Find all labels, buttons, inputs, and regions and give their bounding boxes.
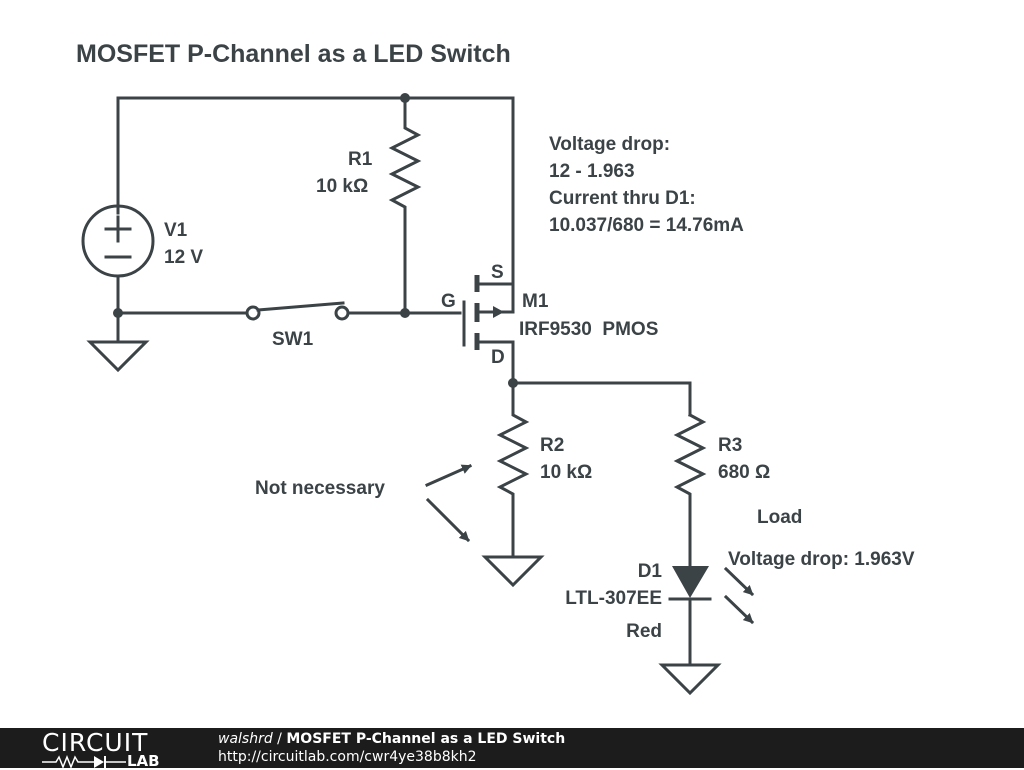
d1-color-label: Red [626, 621, 662, 642]
wire-v1-bottom [116, 274, 248, 342]
footer-bar: CIRCUIT LAB walshrd / MOSFET P-Channel a… [0, 728, 1024, 770]
led-d1[interactable] [668, 566, 755, 666]
ground-icon [86, 340, 150, 373]
footer-author[interactable]: walshrd [218, 731, 273, 747]
voltage-source-v1[interactable] [81, 204, 155, 278]
logo-text-circuit: CIRCUIT [42, 728, 149, 757]
logo-text-lab: LAB [127, 752, 160, 770]
m1-pin-g-label: G [441, 291, 456, 312]
logo-resistor-diode-icon [42, 754, 126, 769]
m1-pin-s-label: S [491, 262, 504, 283]
m1-value-label: IRF9530 PMOS [519, 319, 658, 340]
footer-url[interactable]: http://circuitlab.com/cwr4ye38b8kh2 [218, 749, 477, 765]
r1-ref-label: R1 [348, 149, 373, 170]
r3-ref-label: R3 [718, 435, 742, 456]
wire-top-rail [116, 96, 515, 290]
footer-separator: / [272, 731, 287, 747]
junction-ground-left [113, 308, 123, 318]
d1-value-label: LTL-307EE [565, 588, 662, 609]
v1-value-label: 12 V [164, 247, 203, 268]
current-expr: 10.037/680 = 14.76mA [549, 215, 744, 236]
wire-drain-node [511, 381, 692, 417]
footer-text: walshrd / MOSFET P-Channel as a LED Swit… [218, 730, 565, 766]
arrow-to-ground [425, 497, 471, 543]
d1-ref-label: D1 [638, 561, 663, 582]
r1-value-label: 10 kΩ [316, 176, 368, 197]
mosfet-m1[interactable] [462, 275, 515, 385]
ground-icon [481, 555, 545, 588]
r3-value-label: 680 Ω [718, 462, 770, 483]
r2-value-label: 10 kΩ [540, 462, 592, 483]
footer-circuit-title: MOSFET P-Channel as a LED Switch [286, 731, 566, 747]
r2-ref-label: R2 [540, 435, 564, 456]
ground-icon [658, 663, 722, 696]
switch-sw1[interactable] [245, 301, 350, 321]
m1-pin-d-label: D [491, 347, 505, 368]
resistor-r3[interactable] [673, 412, 707, 567]
load-label: Load [757, 507, 802, 528]
arrow-to-r2 [425, 464, 472, 487]
page-title: MOSFET P-Channel as a LED Switch [76, 40, 511, 68]
sw1-ref-label: SW1 [272, 329, 314, 350]
m1-ref-label: M1 [522, 291, 549, 312]
resistor-r2[interactable] [496, 381, 530, 558]
voltage-drop-title: Voltage drop: [549, 134, 670, 155]
v1-ref-label: V1 [164, 220, 188, 241]
resistor-r1[interactable] [388, 96, 422, 315]
voltage-drop-expr: 12 - 1.963 [549, 161, 635, 182]
led-voltage-drop-label: Voltage drop: 1.963V [728, 549, 915, 570]
schematic-canvas: MOSFET P-Channel as a LED Switch V1 12 V… [76, 40, 915, 696]
circuitlab-logo[interactable]: CIRCUIT LAB [42, 728, 182, 770]
not-necessary-note: Not necessary [255, 478, 385, 499]
current-title: Current thru D1: [549, 188, 696, 209]
